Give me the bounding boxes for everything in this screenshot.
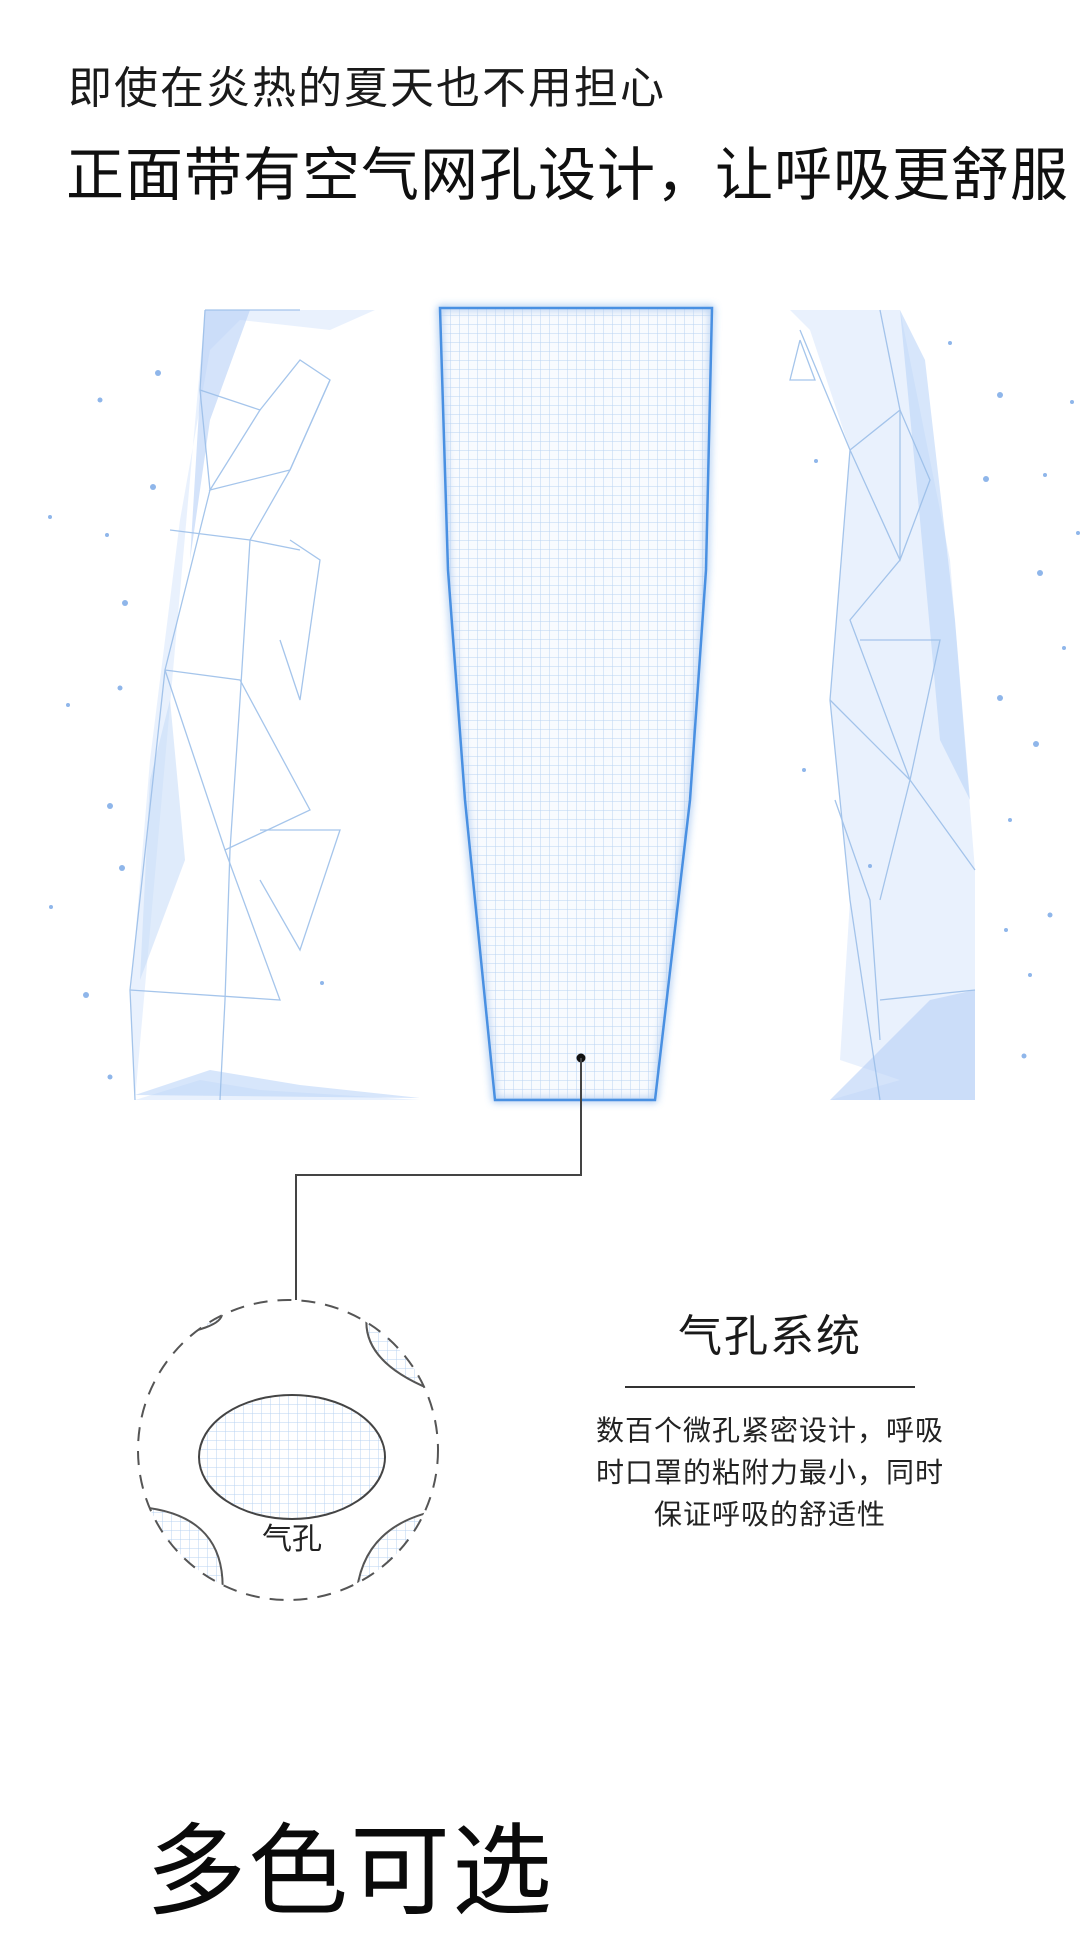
right-polygon-panel xyxy=(789,309,976,1101)
callout-connector xyxy=(295,1053,586,1300)
feature-title: 气孔系统 xyxy=(678,1311,862,1362)
feature-description-line: 保证呼吸的舒适性 xyxy=(653,1498,886,1531)
scatter-dots xyxy=(48,341,1080,1080)
page-headline: 正面带有空气网孔设计，让呼吸更舒服 xyxy=(66,141,1070,209)
feature-description-line: 时口罩的粘附力最小，同时 xyxy=(595,1456,944,1489)
page-subtitle: 即使在炎热的夏天也不用担心 xyxy=(68,63,666,114)
feature-description-line: 数百个微孔紧密设计，呼吸 xyxy=(595,1414,944,1447)
left-polygon-panel xyxy=(129,309,420,1101)
feature-divider xyxy=(625,1386,915,1388)
center-mesh-panel xyxy=(438,306,714,1102)
pore-label: 气孔 xyxy=(262,1522,322,1557)
feature-description: 数百个微孔紧密设计，呼吸 时口罩的粘附力最小，同时 保证呼吸的舒适性 xyxy=(570,1410,970,1536)
section-title-colors: 多色可选 xyxy=(146,1813,554,1930)
